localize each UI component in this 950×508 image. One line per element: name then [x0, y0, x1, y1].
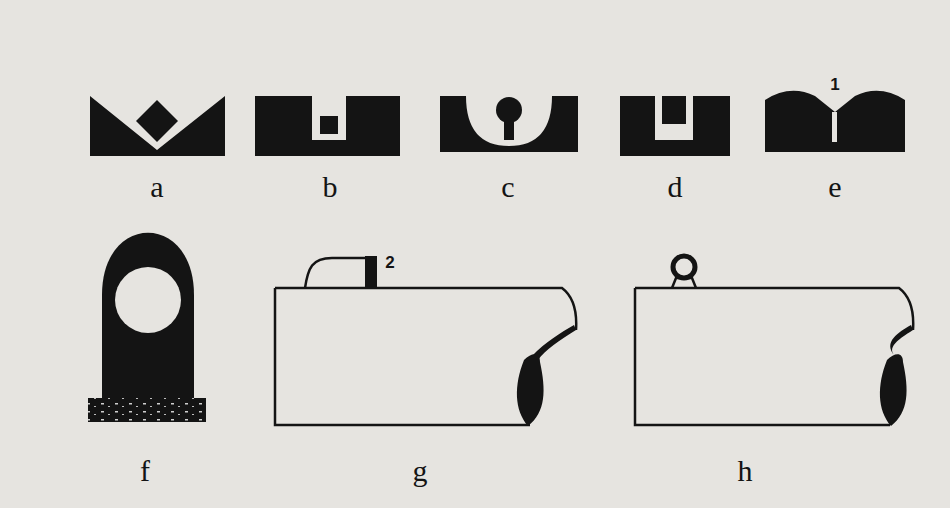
- rolled-edge: [517, 354, 544, 426]
- base-plate: [88, 398, 206, 422]
- figure-letter: a: [150, 172, 163, 202]
- square-insert: [662, 96, 686, 124]
- bulb-stem: [504, 118, 514, 140]
- figure-letter: b: [323, 172, 338, 202]
- bracket-outline: [305, 258, 366, 288]
- lug-hole: [115, 267, 181, 333]
- figure-letter: c: [501, 172, 514, 202]
- slit: [832, 112, 837, 142]
- plate-texture: [88, 398, 206, 422]
- figure-letter: e: [828, 172, 841, 202]
- diamond-insert: [136, 100, 178, 142]
- rolled-edge: [880, 354, 907, 426]
- sheet-outline: [275, 288, 530, 425]
- figure-letter: h: [738, 456, 753, 486]
- figure-letter: d: [668, 172, 683, 202]
- rolled-edge: [890, 325, 913, 360]
- callout-number: 2: [385, 254, 394, 271]
- ring: [673, 256, 695, 278]
- slot-block: [620, 96, 730, 156]
- slot-block: [255, 96, 400, 156]
- round-groove-block: [440, 96, 578, 152]
- rolled-edge: [532, 325, 576, 360]
- ring-base: [672, 278, 696, 288]
- square-insert: [320, 116, 338, 134]
- sheet-outline: [635, 288, 890, 425]
- callout-number: 1: [830, 76, 839, 93]
- lug: [102, 233, 194, 400]
- figure-letter: f: [140, 456, 150, 486]
- figure-letter: g: [413, 456, 428, 486]
- weld-bar: [365, 256, 377, 289]
- sheet-outline: [275, 288, 576, 330]
- v-groove-block: [90, 96, 225, 156]
- curved-block: [765, 91, 905, 152]
- sheet-outline: [635, 288, 913, 330]
